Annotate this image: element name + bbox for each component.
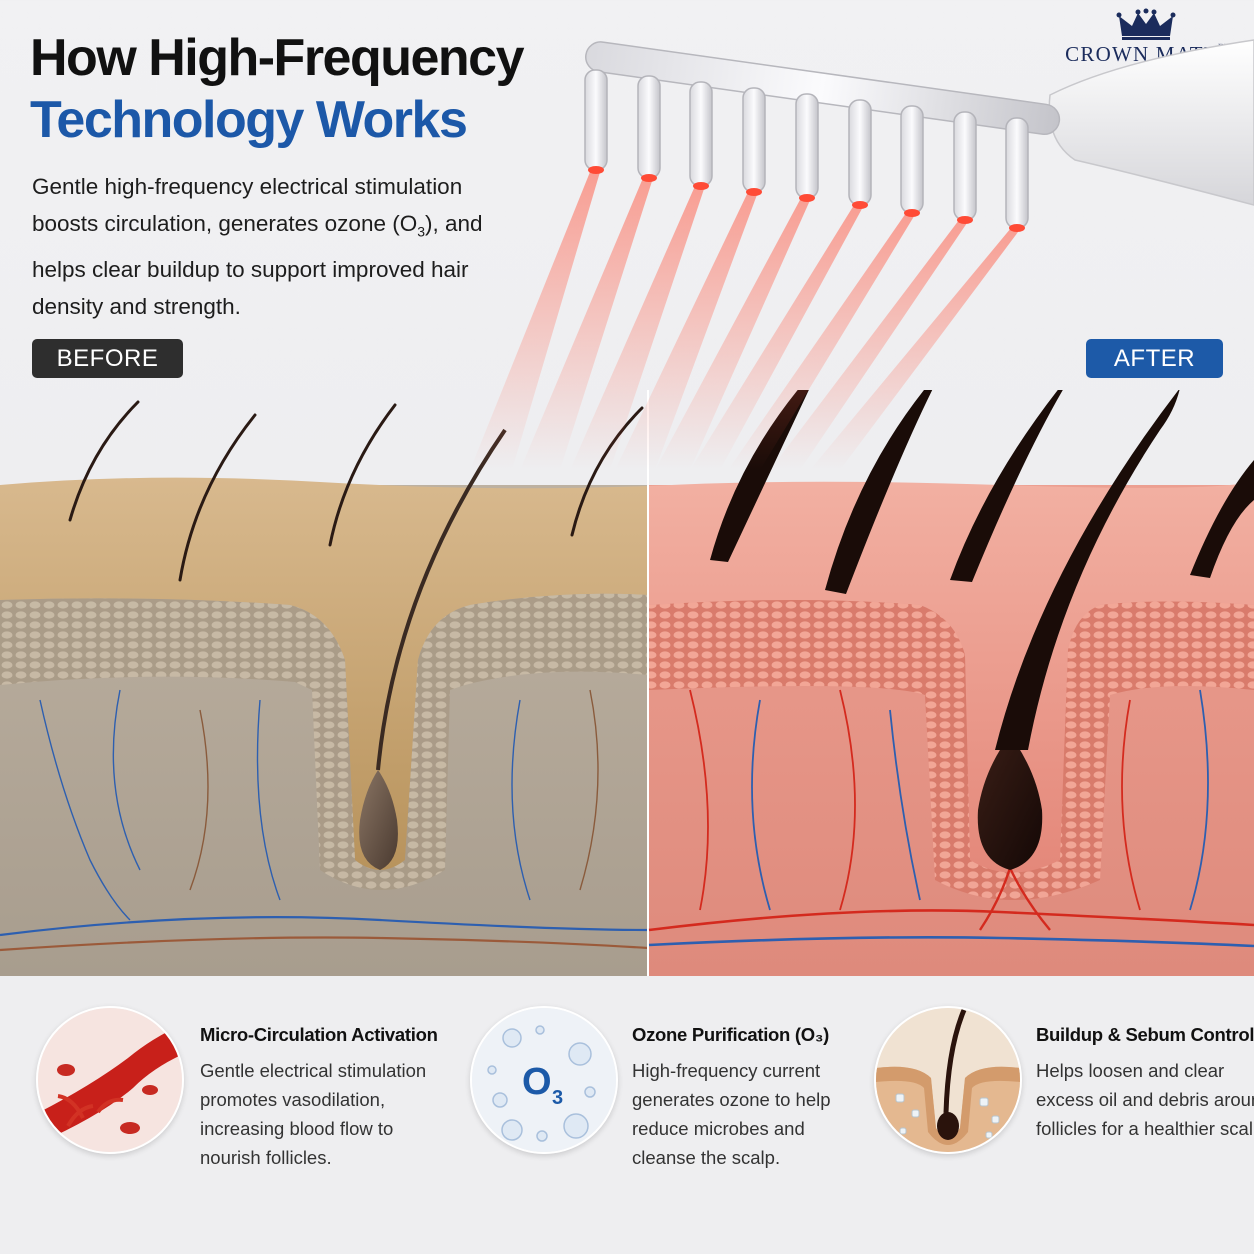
blood-vessel-icon (36, 1006, 184, 1154)
crown-icon (1116, 8, 1176, 40)
hair-follicle-icon (874, 1006, 1022, 1154)
feature-title: Ozone Purification (O₃) (632, 1024, 829, 1045)
before-badge: BEFORE (32, 339, 183, 378)
intro-text-part-1: Gentle high-frequency electrical stimula… (32, 174, 463, 236)
title-line-2: Technology Works (30, 91, 468, 149)
intro-text: Gentle high-frequency electrical stimula… (32, 168, 502, 325)
feature-title: Buildup & Sebum Control (1036, 1024, 1254, 1045)
intro-text-part-2: ), and helps clear buildup to support im… (32, 211, 483, 319)
intro-subscript: 3 (417, 223, 426, 240)
comb-tip-glows (588, 166, 1025, 232)
before-scalp (0, 400, 649, 976)
glass-comb-bar (585, 41, 1061, 136)
scalp-cross-section (0, 390, 1254, 976)
brand-name: CROWN MATE™ (1065, 42, 1227, 66)
features-section: Micro-Circulation Activation Gentle elec… (0, 976, 1254, 1254)
brand-logo: CROWN MATE™ (1056, 8, 1236, 67)
trademark-symbol: ™ (1217, 42, 1227, 51)
feature-title: Micro-Circulation Activation (200, 1024, 438, 1045)
ozone-subscript: 3 (552, 1087, 563, 1109)
ozone-bubbles-icon: O 3 (470, 1006, 618, 1154)
feature-text: Gentle electrical stimulation promotes v… (200, 1060, 427, 1168)
comb-teeth (584, 69, 1029, 229)
title-line-1: How High-Frequency (30, 29, 525, 87)
after-badge: AFTER (1086, 339, 1223, 378)
ozone-symbol: O (522, 1061, 552, 1103)
feature-text: Helps loosen and clear excess oil and de… (1036, 1060, 1254, 1139)
feature-text: High-frequency current generates ozone t… (632, 1060, 831, 1168)
after-scalp (648, 390, 1254, 976)
